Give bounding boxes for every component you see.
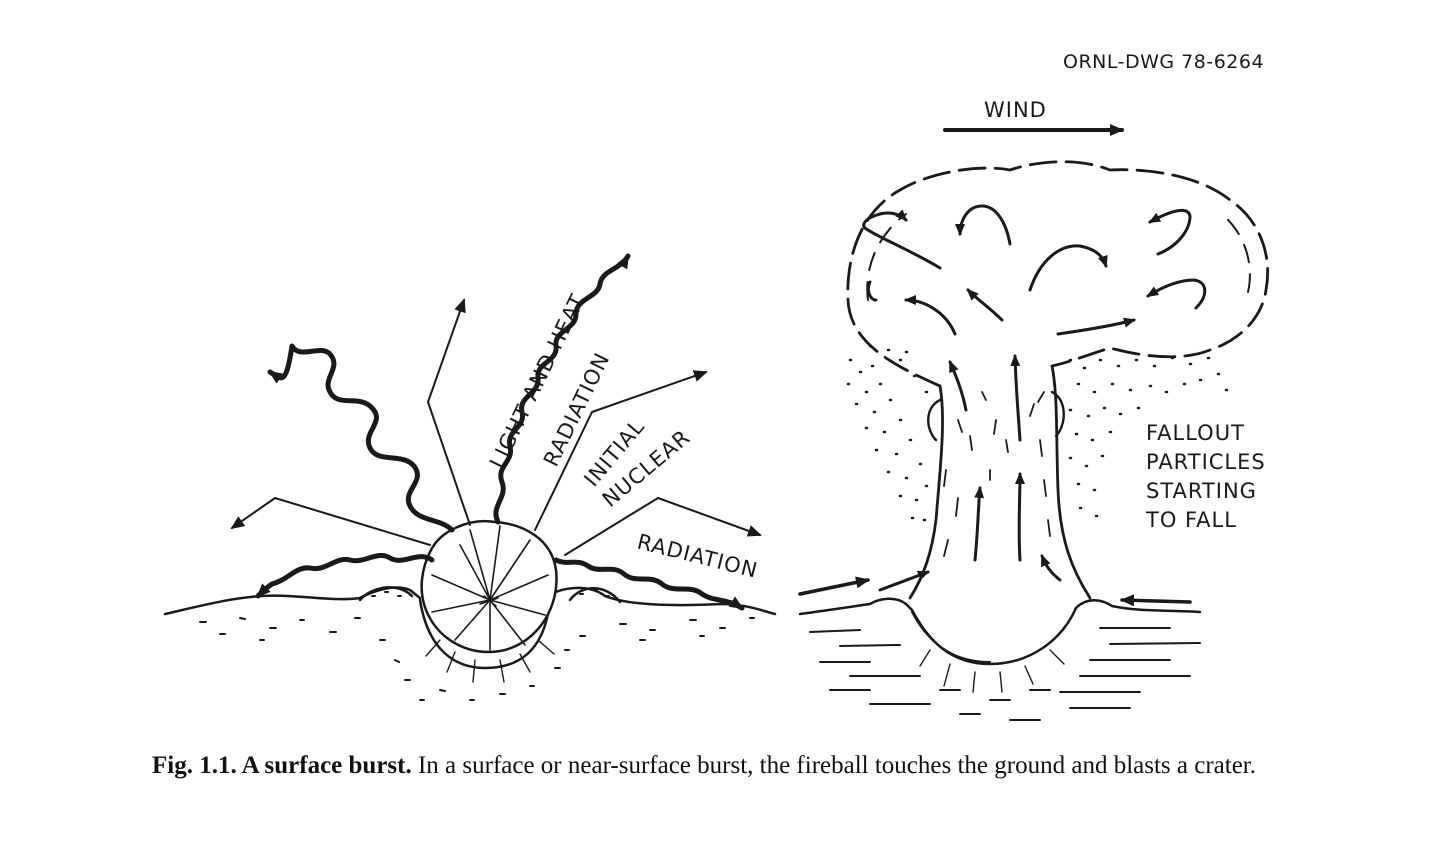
label-light-heat: LIGHT AND HEAT: [485, 290, 590, 472]
mushroom-cap: [846, 160, 1270, 388]
cap-inner-edge: [866, 213, 1251, 301]
label-starting: STARTING: [1146, 479, 1257, 503]
inflow-arrow-right: [1120, 594, 1192, 607]
wave-up-right: [493, 253, 631, 525]
arrow-right-head: [657, 497, 762, 537]
fireball-texture: [431, 525, 549, 651]
updraft-arrows: [904, 288, 1062, 582]
arrow-up-right-head: [591, 370, 708, 413]
crater-rays-right: [919, 649, 1065, 693]
label-radiation: RADIATION: [635, 530, 761, 583]
mound-left: [358, 586, 414, 602]
ground-hatching-right: [809, 627, 1201, 721]
arrow-right: [564, 497, 659, 556]
label-wind: WIND: [984, 98, 1047, 122]
wave-upper-left: [267, 343, 455, 533]
arrow-up-right: [534, 411, 593, 531]
cap-circulation-arrows: [862, 204, 1207, 336]
wave-right-ground: [553, 557, 745, 611]
wave-left-ground: [255, 553, 435, 599]
light-heat-waves: [255, 253, 745, 611]
crater-rays-left: [425, 639, 555, 683]
fireball: [420, 520, 558, 654]
arrow-left-head: [230, 497, 276, 530]
drawing-number: ORNL-DWG 78-6264: [1063, 51, 1264, 73]
cloud-texture: [943, 391, 1051, 557]
crater-inner-right: [911, 611, 991, 663]
caption-text: In a surface or near-surface burst, the …: [411, 752, 1256, 779]
crater-left: [418, 598, 552, 670]
left-panel-burst: [163, 253, 777, 701]
ground-line-right: [798, 597, 1202, 666]
initial-radiation-arrows: [230, 298, 762, 556]
caption-title: Fig. 1.1. A surface burst.: [152, 752, 412, 779]
inflow-arrow-left: [798, 576, 870, 596]
label-particles: PARTICLES: [1146, 450, 1266, 474]
ground-stipple-left: [199, 589, 755, 701]
right-panel-mushroom: [798, 124, 1270, 721]
mushroom-stem-right: [1050, 364, 1092, 600]
mound-right: [568, 587, 622, 604]
inflow-arrow-left-2: [878, 570, 930, 592]
fallout-stipple: [846, 344, 1229, 522]
label-to-fall: TO FALL: [1145, 508, 1237, 532]
figure-caption: Fig. 1.1. A surface burst. In a surface …: [152, 752, 1412, 780]
mushroom-stem-left: [908, 384, 944, 600]
stem-bulge: [927, 390, 1065, 442]
arrow-left: [274, 497, 431, 546]
label-fallout: FALLOUT: [1146, 421, 1245, 445]
arrow-up-left: [427, 401, 471, 526]
arrow-up: [427, 298, 466, 403]
